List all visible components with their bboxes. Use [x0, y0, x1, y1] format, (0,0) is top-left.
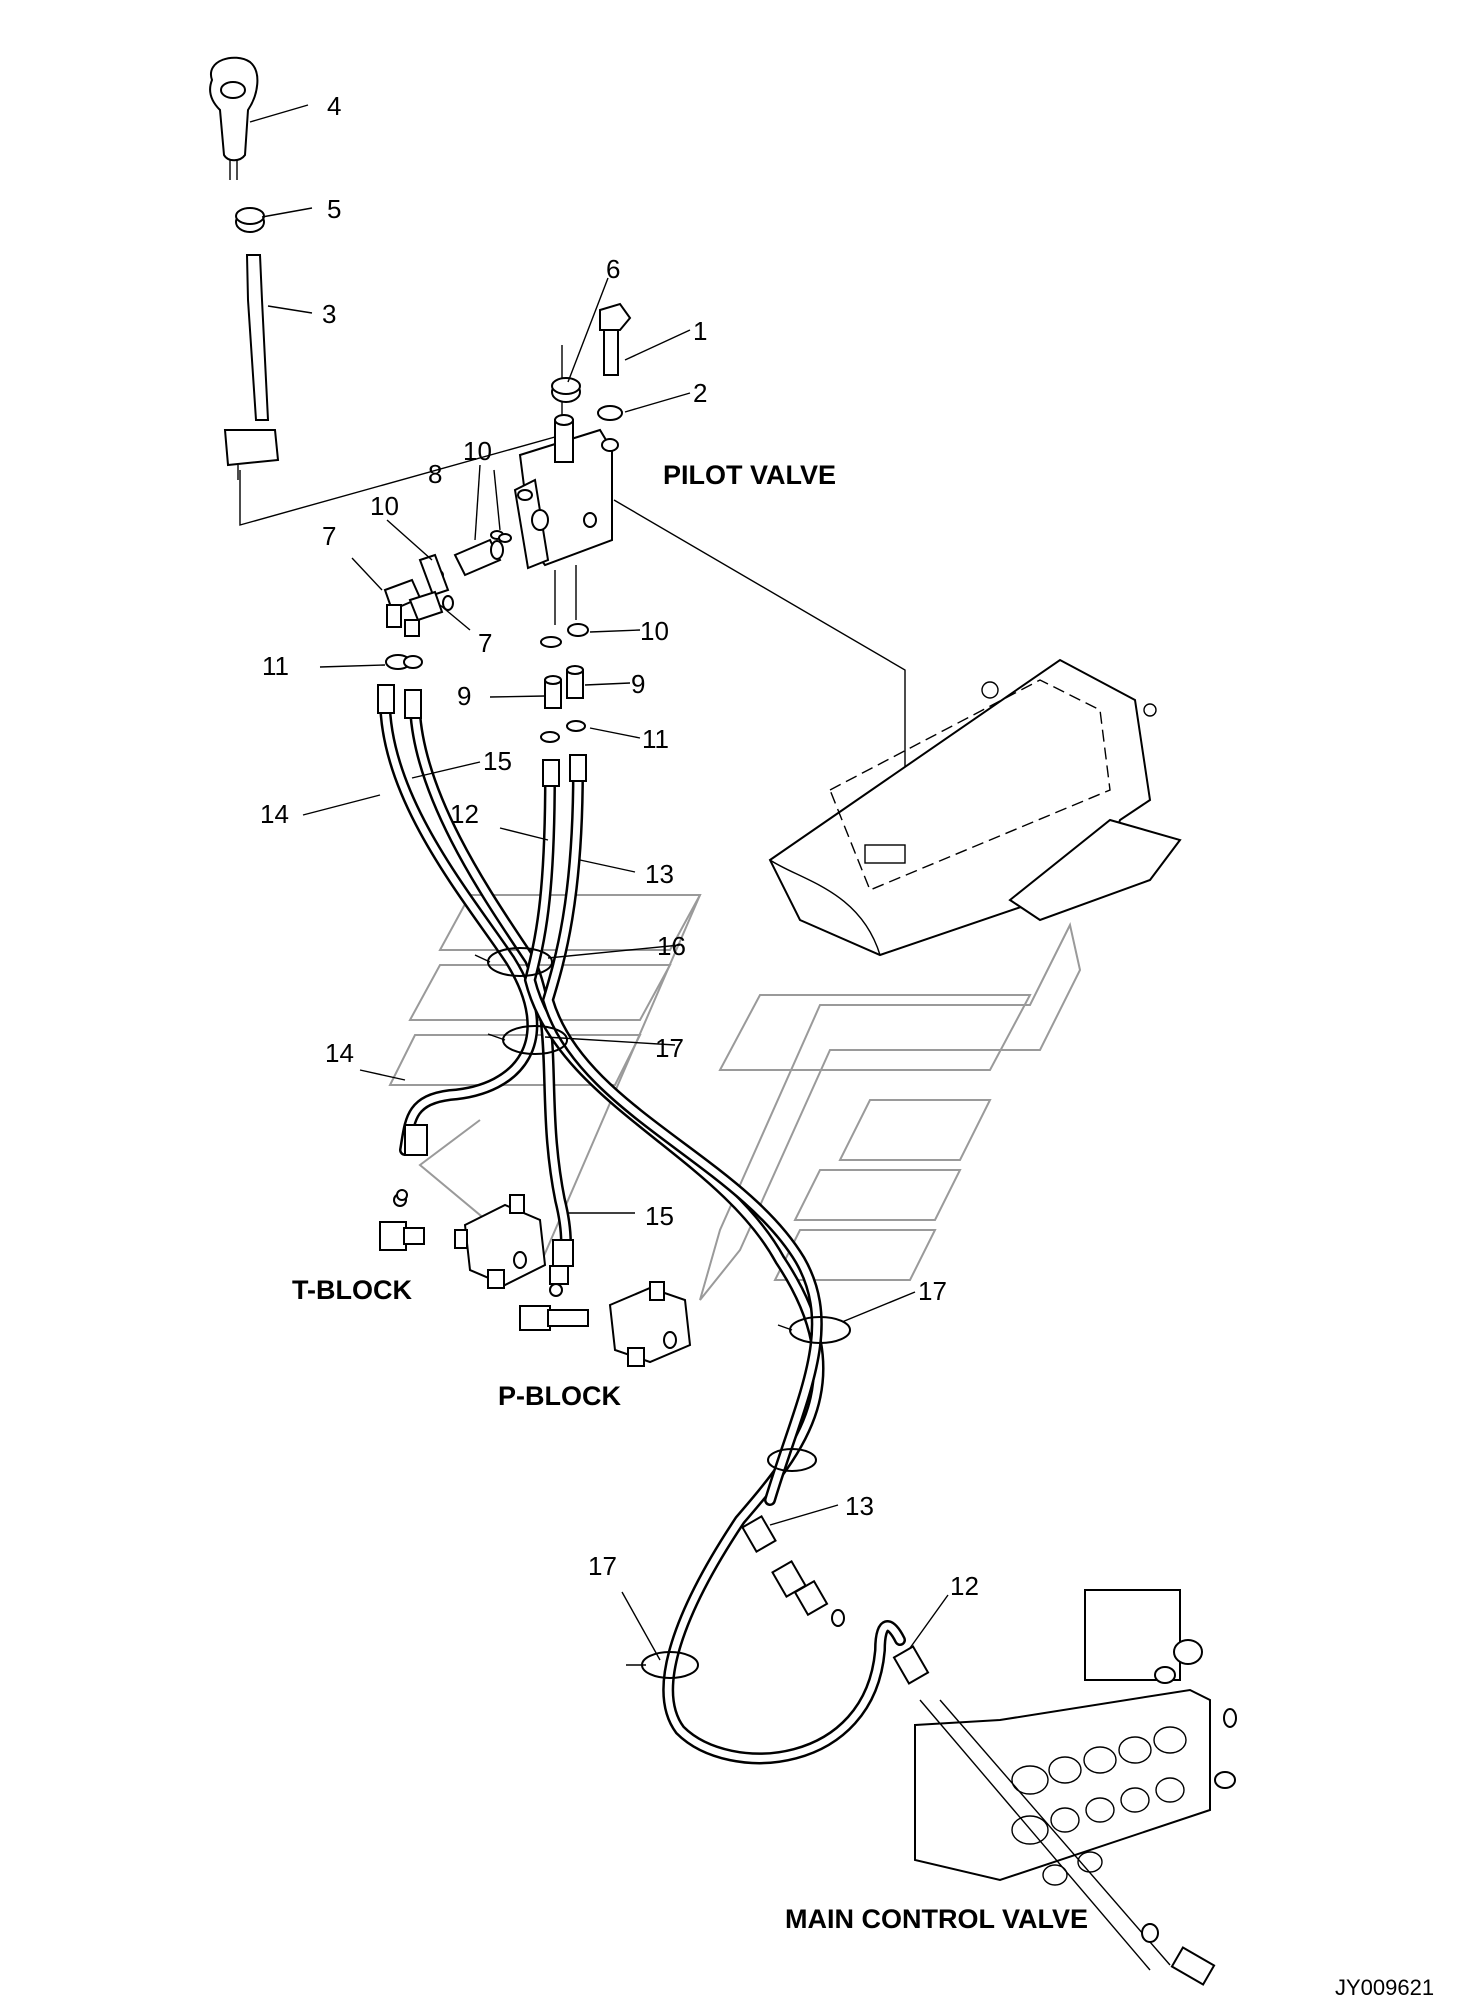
hose-end-fitting — [741, 1515, 930, 1685]
callout-14: 14 — [325, 1038, 354, 1068]
callout-5: 5 — [327, 194, 341, 224]
callout-13: 13 — [645, 859, 674, 889]
adapter-fitting — [453, 530, 504, 577]
hose-clamp — [487, 947, 553, 977]
hose-13 — [541, 764, 823, 1506]
callout-10: 10 — [370, 491, 399, 521]
nut — [551, 377, 581, 403]
t-block — [379, 1124, 547, 1289]
o-ring-seal — [540, 731, 560, 743]
o-ring-seal — [498, 533, 512, 543]
o-ring-seal — [566, 720, 586, 732]
callout-2: 2 — [693, 378, 707, 408]
callout-17: 17 — [918, 1276, 947, 1306]
control-lever — [223, 254, 280, 480]
gasket-plate — [418, 553, 450, 597]
callout-8: 8 — [428, 459, 442, 489]
o-ring-seal — [567, 623, 589, 637]
callout-11: 11 — [642, 724, 669, 754]
label-t-block: T-BLOCK — [292, 1275, 412, 1305]
callout-16: 16 — [657, 931, 686, 961]
callout-15: 15 — [483, 746, 512, 776]
callout-7: 7 — [322, 521, 336, 551]
hose-end-fitting — [377, 684, 587, 787]
callout-15: 15 — [645, 1201, 674, 1231]
elbow-fitting — [383, 578, 454, 637]
callout-9: 9 — [631, 669, 645, 699]
drawing-code: JY009621 — [1335, 1975, 1434, 2000]
control-knob — [209, 56, 259, 180]
callout-13: 13 — [845, 1491, 874, 1521]
callout-14: 14 — [260, 799, 289, 829]
hose-end-fitting — [549, 1239, 574, 1297]
console-reference-line — [613, 499, 906, 800]
nipple-fitting — [544, 665, 584, 709]
operator-console — [768, 658, 1182, 957]
o-ring-seal — [540, 636, 562, 648]
pilot-valve-body — [513, 414, 619, 625]
callout-6: 6 — [606, 254, 620, 284]
callout-17: 17 — [588, 1551, 617, 1581]
label-p-block: P-BLOCK — [498, 1381, 621, 1411]
leader-lines — [249, 104, 949, 1661]
callout-1: 1 — [693, 316, 707, 346]
callout-3: 3 — [322, 299, 336, 329]
callout-17: 17 — [655, 1033, 684, 1063]
mounting-bolt — [599, 302, 632, 376]
p-block — [519, 1281, 692, 1367]
callout-11: 11 — [262, 651, 289, 681]
callout-9: 9 — [457, 681, 471, 711]
callout-10: 10 — [640, 616, 669, 646]
callout-12: 12 — [950, 1571, 979, 1601]
callout-10: 10 — [463, 436, 492, 466]
callout-7: 7 — [478, 628, 492, 658]
hose-clamp — [767, 1448, 817, 1472]
hose-14 — [379, 694, 539, 1156]
lock-nut — [235, 207, 265, 233]
washer — [597, 405, 623, 421]
o-ring-seal — [403, 655, 423, 669]
lever-reference-line — [239, 345, 563, 526]
label-main-control-valve: MAIN CONTROL VALVE — [785, 1904, 1088, 1934]
callout-4: 4 — [327, 91, 341, 121]
main-control-valve — [914, 1589, 1237, 1986]
label-pilot-valve: PILOT VALVE — [663, 460, 836, 490]
hose-15 — [409, 704, 572, 1276]
callout-12: 12 — [450, 799, 479, 829]
